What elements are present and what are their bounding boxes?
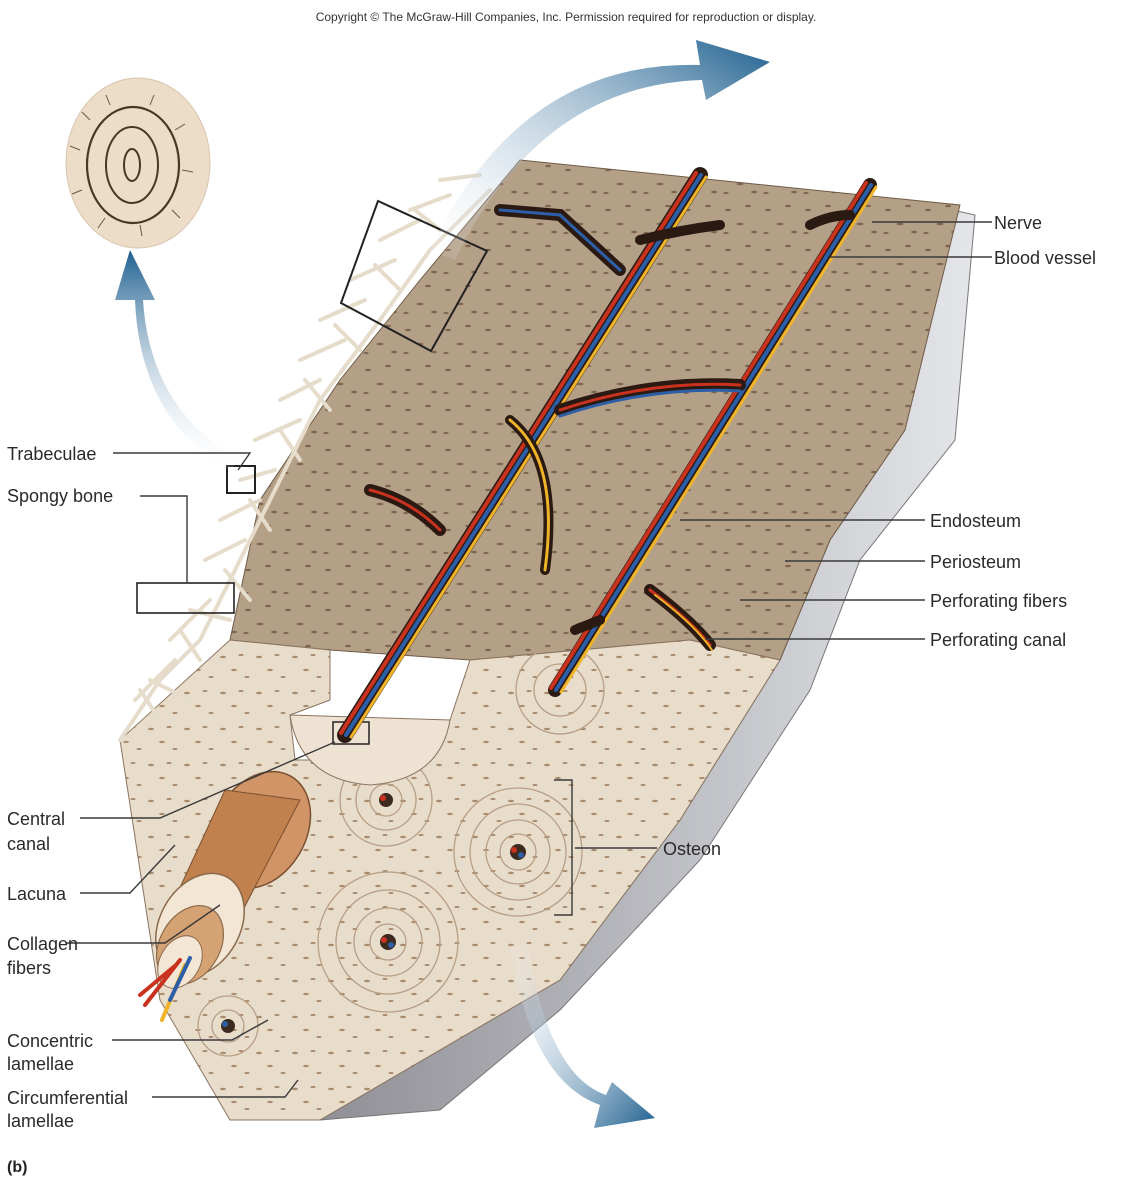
label-central-canal-line2: canal	[7, 834, 50, 854]
copyright-notice: Copyright © The McGraw-Hill Companies, I…	[316, 10, 817, 24]
label-nerve: Nerve	[994, 213, 1042, 233]
label-osteon: Osteon	[663, 839, 721, 859]
label-perforating-canal: Perforating canal	[930, 630, 1066, 650]
label-blood-vessel: Blood vessel	[994, 248, 1096, 268]
panel-label: (b)	[7, 1159, 27, 1176]
label-spongy-bone: Spongy bone	[7, 486, 113, 506]
label-concentric-lamellae-line2: lamellae	[7, 1054, 74, 1074]
label-circumferential-lamellae-line1: Circumferential	[7, 1088, 128, 1108]
label-collagen-fibers-line1: Collagen	[7, 934, 78, 954]
label-central-canal-line1: Central	[7, 809, 65, 829]
label-endosteum: Endosteum	[930, 511, 1021, 531]
label-periosteum: Periosteum	[930, 552, 1021, 572]
label-lacuna: Lacuna	[7, 884, 67, 904]
arrow-left-up	[115, 250, 240, 470]
label-perforating-fibers: Perforating fibers	[930, 591, 1067, 611]
label-collagen-fibers-line2: fibers	[7, 958, 51, 978]
label-circumferential-lamellae-line2: lamellae	[7, 1111, 74, 1131]
label-concentric-lamellae-line1: Concentric	[7, 1031, 93, 1051]
label-trabeculae: Trabeculae	[7, 444, 96, 464]
trabecula-inset	[66, 78, 210, 248]
